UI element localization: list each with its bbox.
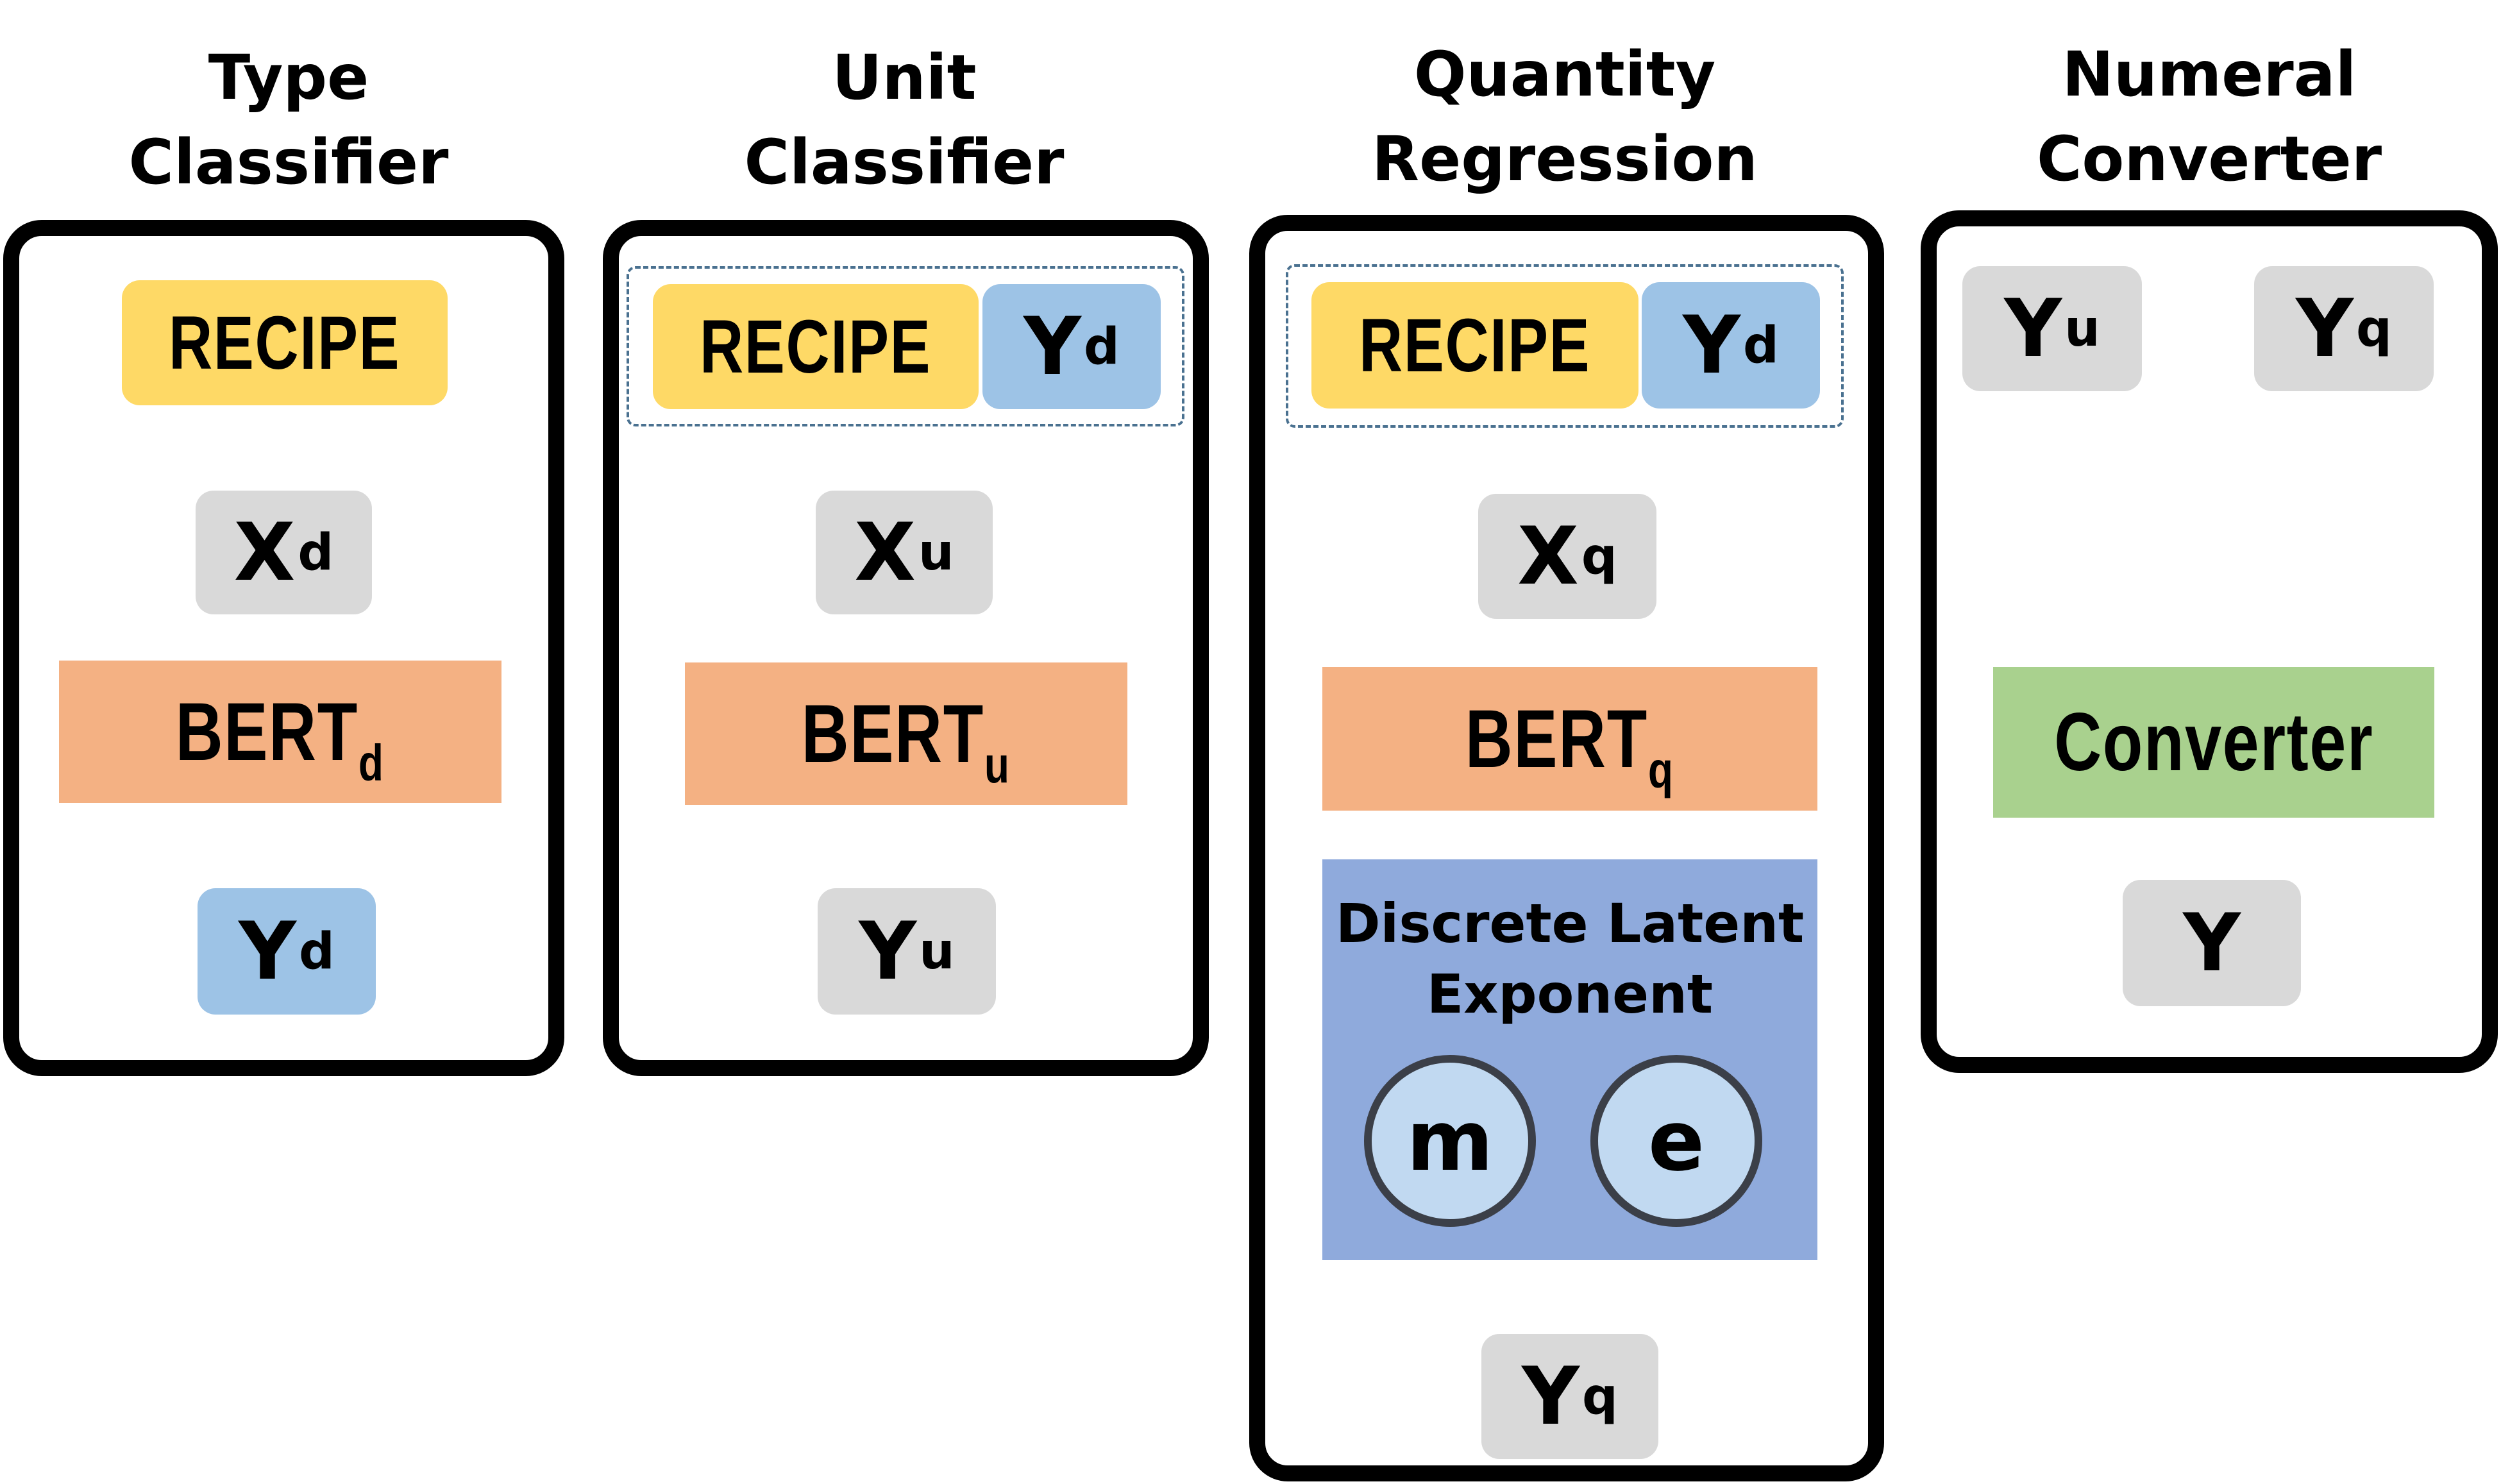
converter-box: Converter [1993,667,2434,818]
latent-label-line1: Discrete Latent [1335,892,1805,955]
discrete-latent-exponent: Discrete Latent Exponent m e [1322,859,1817,1260]
panel-title-numeral: Numeral Converter [2036,38,2382,195]
output-y: Y [2123,880,2301,1006]
mantissa-circle: m [1364,1055,1536,1227]
panel-title-type: Type Classifier [128,42,449,198]
recipe-box: RECIPE [653,284,979,409]
bert-q: BERTq [1322,667,1817,811]
latent-label-line2: Exponent [1426,963,1714,1025]
recipe-box: RECIPE [122,280,448,405]
bert-u: BERTu [685,662,1127,805]
conditioned-input-group [627,266,1184,426]
panel-title-unit: Unit Classifier [744,42,1065,198]
recipe-box: RECIPE [1311,282,1638,409]
exponent-circle: e [1590,1055,1762,1227]
conditioned-input-group [1286,264,1844,428]
bert-d: BERTd [59,661,501,803]
panel-title-quantity: Quantity Regression [1372,38,1758,195]
